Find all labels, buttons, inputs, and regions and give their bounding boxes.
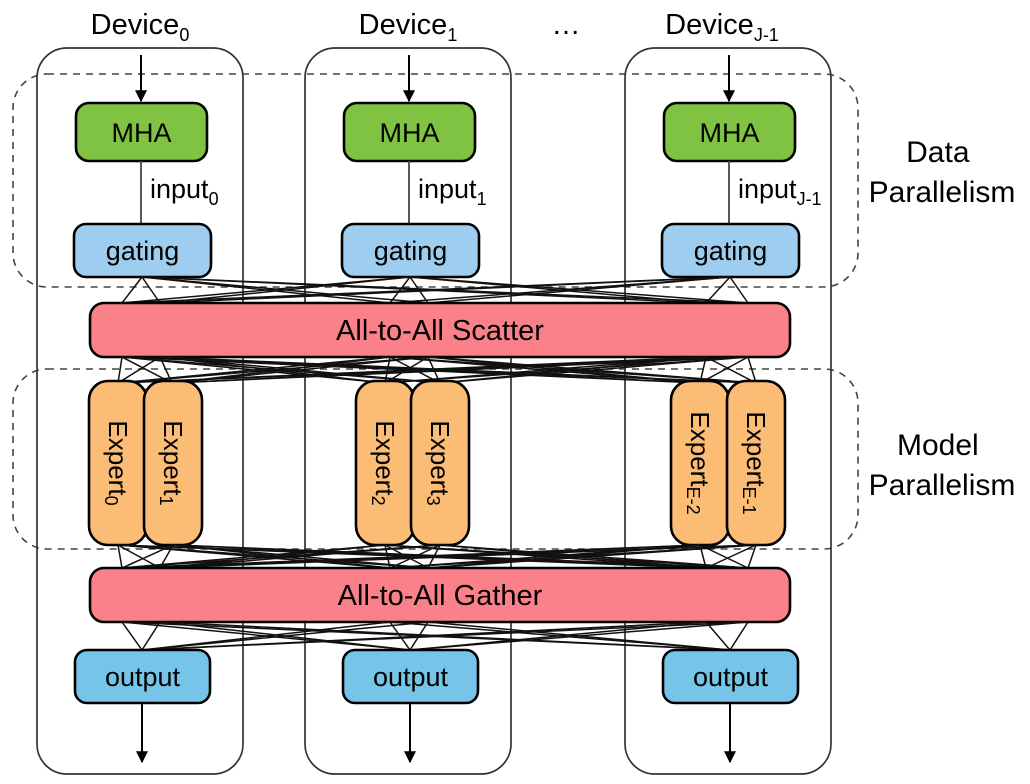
output-label-1: output (373, 662, 449, 692)
experts-to-gather-links (117, 544, 757, 569)
gating-label-0: gating (106, 236, 180, 266)
output-block-1[interactable]: output (341, 648, 480, 705)
device-title-1: Device1 (359, 9, 458, 45)
output-label-2: output (693, 662, 769, 692)
mha-label-1: MHA (380, 118, 440, 148)
device-title-2: DeviceJ-1 (665, 9, 779, 45)
expert-block-2-1[interactable]: ExpertE-1 (725, 379, 787, 547)
device-container-0[interactable] (36, 47, 244, 775)
all-to-all-scatter-label: All-to-All Scatter (336, 315, 544, 347)
expert-label-0-0: Expert0 (101, 420, 133, 505)
expert-label-2-1: ExpertE-1 (739, 411, 771, 514)
gating-label-2: gating (694, 236, 768, 266)
gating-block-2[interactable]: gating (660, 222, 801, 279)
device-container-1[interactable] (304, 47, 512, 775)
expert-block-1-1[interactable]: Expert3 (409, 379, 471, 547)
mha-block-1[interactable]: MHA (342, 101, 477, 163)
input-label-1: input1 (418, 174, 487, 209)
input-label-2: inputJ-1 (738, 174, 822, 209)
all-to-all-scatter-bar[interactable]: All-to-All Scatter (88, 301, 792, 359)
device-title-0: Device0 (91, 9, 190, 45)
output-block-0[interactable]: output (73, 648, 212, 705)
scatter-to-experts-links (117, 356, 757, 384)
data-parallelism-annotation: Data Parallelism (869, 136, 1016, 209)
mha-label-0: MHA (112, 118, 172, 148)
expert-block-0-1[interactable]: Expert1 (142, 379, 204, 547)
expert-block-0-0[interactable]: Expert0 (87, 379, 149, 547)
data-parallelism-region (12, 73, 859, 288)
all-to-all-gather-bar[interactable]: All-to-All Gather (88, 566, 792, 624)
all-to-all-gather-label: All-to-All Gather (338, 580, 543, 612)
output-block-2[interactable]: output (661, 648, 800, 705)
mha-label-2: MHA (700, 118, 760, 148)
model-parallelism-annotation: Model Parallelism (869, 429, 1016, 502)
mha-block-0[interactable]: MHA (74, 101, 209, 163)
expert-label-0-1: Expert1 (156, 420, 188, 505)
expert-block-2-0[interactable]: ExpertE-2 (669, 379, 731, 547)
output-label-0: output (105, 662, 181, 692)
expert-label-1-1: Expert3 (423, 420, 455, 505)
gating-block-1[interactable]: gating (340, 222, 481, 279)
gather-to-output-links (121, 621, 749, 651)
expert-label-1-0: Expert2 (368, 420, 400, 505)
mha-block-2[interactable]: MHA (662, 101, 797, 163)
gating-to-scatter-links (121, 276, 749, 304)
devices-ellipsis: … (552, 9, 581, 41)
gating-block-0[interactable]: gating (72, 222, 213, 279)
input-label-0: input0 (150, 174, 219, 209)
expert-block-1-0[interactable]: Expert2 (354, 379, 416, 547)
device-container-2[interactable] (624, 47, 832, 775)
expert-label-2-0: ExpertE-2 (683, 411, 715, 514)
gating-label-1: gating (374, 236, 448, 266)
